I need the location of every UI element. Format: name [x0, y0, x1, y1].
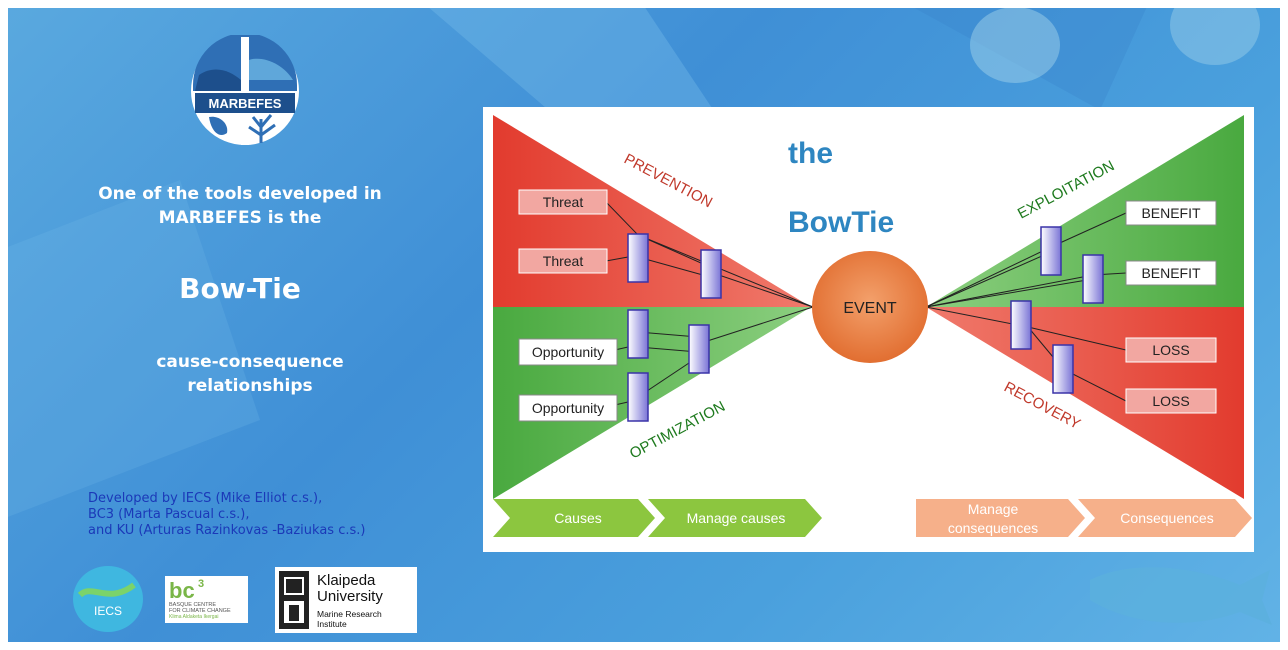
benefit-label-2: BENEFIT [1141, 265, 1201, 281]
barrier [627, 372, 649, 422]
intro-line-1: One of the tools developed in [98, 184, 382, 204]
manage-causes-label: Manage causes [687, 510, 786, 526]
diagram-heading-line2: BowTie [788, 206, 894, 239]
barrier [1052, 344, 1074, 394]
opportunity-box-1 [518, 338, 618, 366]
marbefes-logo-text: MARBEFES [209, 96, 282, 111]
causes-label: Causes [554, 510, 601, 526]
ku-logo-line2: University [317, 588, 383, 605]
bow-tie-title: Bow-Tie [179, 272, 301, 305]
iecs-logo: IECS [72, 565, 144, 633]
credits-line-2: BC3 (Marta Pascual c.s.), [88, 507, 250, 522]
benefit-box-2 [1125, 260, 1217, 286]
barrier [700, 249, 722, 299]
cause-consequence-text: cause-consequence relationships [60, 350, 440, 398]
manage-consequences-label-2: consequences [948, 520, 1038, 536]
credits-line-3: and KU (Arturas Razinkovas -Baziukas c.s… [88, 523, 366, 538]
loss-label-1: LOSS [1152, 342, 1189, 358]
credits: Developed by IECS (Mike Elliot c.s.), BC… [88, 491, 448, 539]
manage-consequences-arrow [916, 499, 1085, 537]
benefit-label-1: BENEFIT [1141, 205, 1201, 221]
opportunity-box-2 [518, 394, 618, 422]
bowtie-svg: the BowTie PREVENTION OPTIMIZATION EXPLO… [493, 115, 1252, 537]
marbefes-logo: MARBEFES [189, 33, 301, 147]
barrier [688, 324, 710, 374]
diagram-heading-line1: the [788, 137, 833, 170]
subtitle-line-2: relationships [187, 376, 313, 396]
opportunity-label-2: Opportunity [532, 400, 604, 416]
bowtie-diagram: the BowTie PREVENTION OPTIMIZATION EXPLO… [483, 107, 1254, 552]
loss-box-1 [1125, 337, 1217, 363]
barrier [1082, 254, 1104, 304]
event-label: EVENT [843, 300, 897, 317]
barrier [627, 233, 649, 283]
klaipeda-logo: Klaipeda University Marine Research Inst… [275, 567, 417, 633]
ku-logo-line1: Klaipeda [317, 572, 376, 589]
threat-box-1 [518, 189, 608, 215]
subtitle-line-1: cause-consequence [156, 352, 344, 372]
loss-label-2: LOSS [1152, 393, 1189, 409]
left-connectors [605, 201, 814, 408]
bc3-logo: bc 3 BASQUE CENTRE FOR CLIMATE CHANGE Kl… [165, 576, 248, 623]
threat-box-2 [518, 248, 608, 274]
consequences-arrow [1078, 499, 1252, 537]
ku-logo-line3: Marine Research [317, 609, 382, 619]
loss-box-2 [1125, 388, 1217, 414]
bc3-logo-line3: Klima Aldaketa Ikergai [169, 614, 218, 620]
left-barriers [627, 233, 722, 422]
opportunity-label-1: Opportunity [532, 344, 604, 360]
exploitation-wedge [926, 115, 1244, 307]
credits-line-1: Developed by IECS (Mike Elliot c.s.), [88, 491, 323, 506]
bc3-logo-sup: 3 [198, 578, 204, 590]
threat-label-2: Threat [543, 253, 584, 269]
bc3-logo-line2: FOR CLIMATE CHANGE [169, 608, 231, 614]
event-circle [812, 251, 928, 363]
threat-label-1: Threat [543, 194, 584, 210]
causes-arrow [493, 499, 655, 537]
barrier [1040, 226, 1062, 276]
intro-line-2: MARBEFES is the [158, 208, 322, 228]
iecs-logo-text: IECS [94, 604, 122, 618]
ku-logo-line4: Institute [317, 619, 347, 629]
barrier [627, 309, 649, 359]
intro-text: One of the tools developed in MARBEFES i… [60, 182, 420, 230]
bc3-logo-main: bc [169, 578, 195, 603]
bc3-logo-line1: BASQUE CENTRE [169, 602, 216, 608]
consequences-label: Consequences [1120, 510, 1213, 526]
manage-consequences-label-1: Manage [968, 501, 1019, 517]
manage-causes-arrow [648, 499, 822, 537]
right-barriers [1010, 226, 1104, 394]
benefit-box-1 [1125, 200, 1217, 226]
barrier [1010, 300, 1032, 350]
